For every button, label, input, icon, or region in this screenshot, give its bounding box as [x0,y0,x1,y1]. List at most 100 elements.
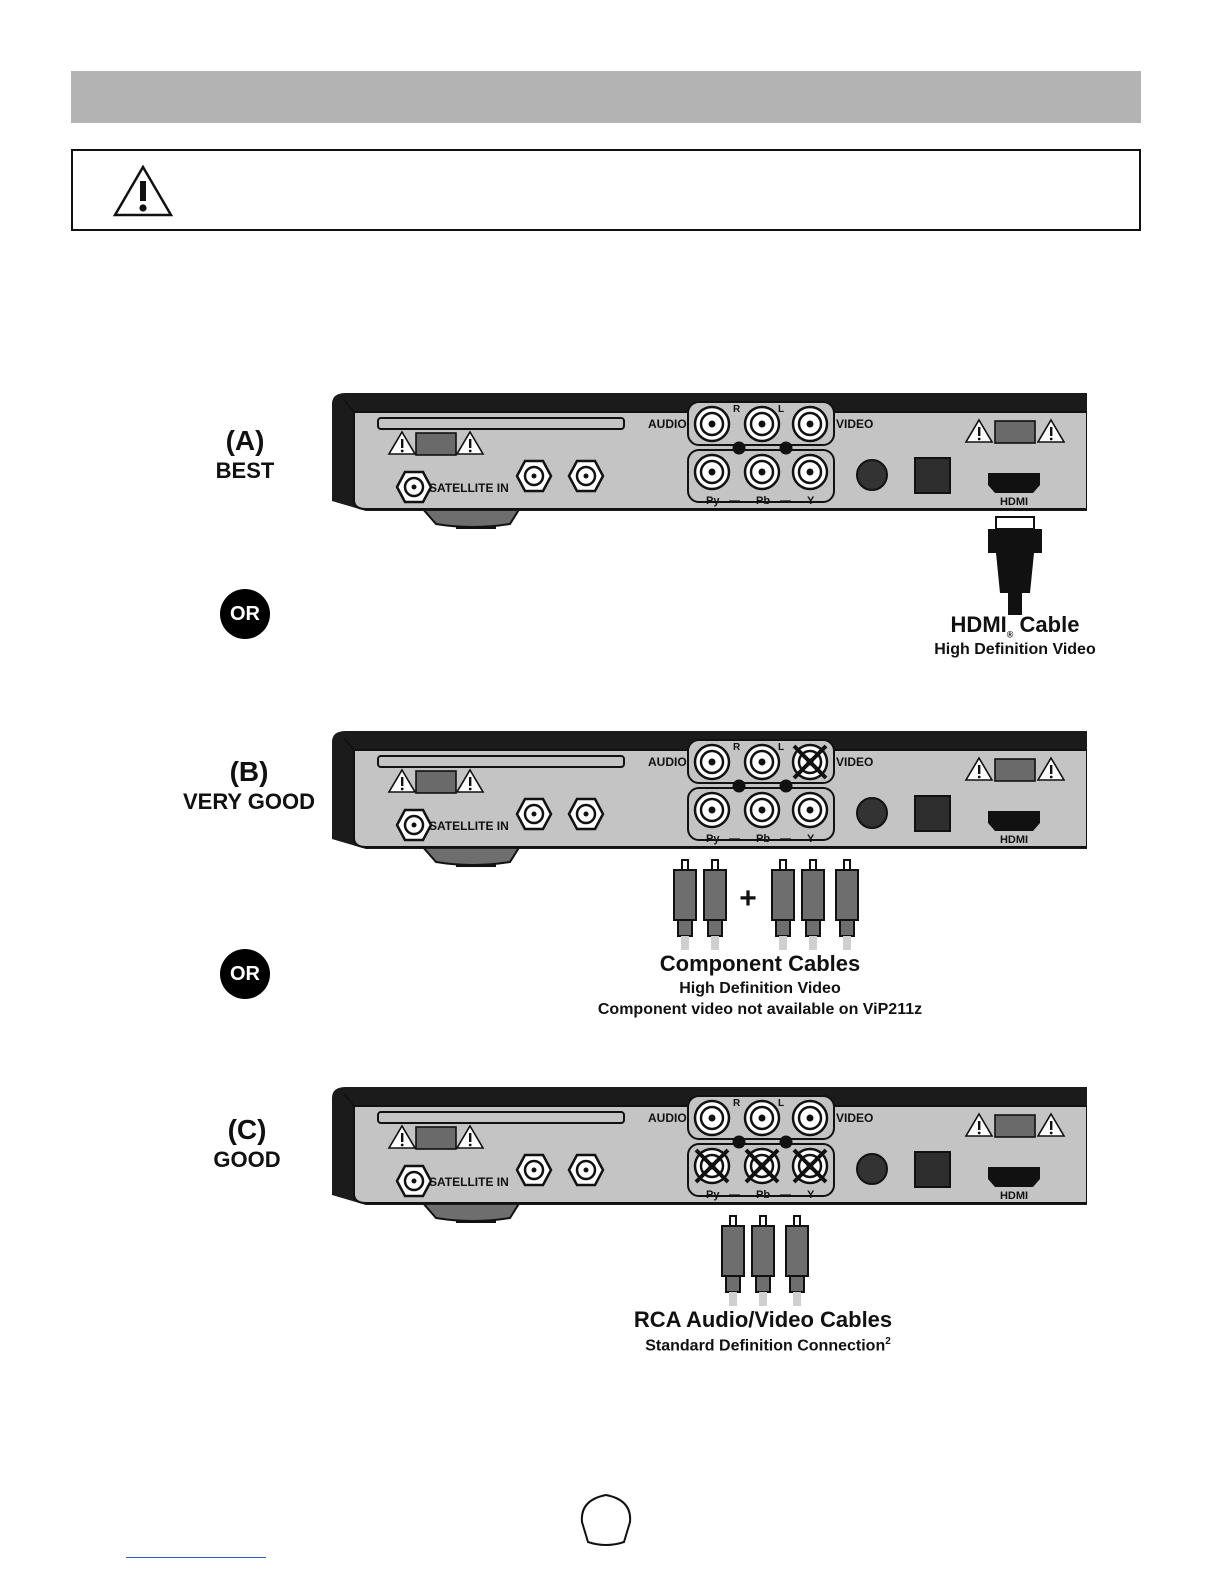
left-audio-label: L [778,1098,784,1109]
smart-card-slot [377,1111,625,1124]
optical-audio-port [914,457,951,494]
composite-video-jack [791,1099,829,1137]
cable-title-text: HDMI [950,612,1007,637]
plus-sign: + [739,882,757,915]
dash-label: — [780,833,791,845]
hdmi-label: HDMI [1000,1190,1028,1202]
right-audio-label: R [733,1098,741,1109]
option-b-label: (B) VERY GOOD [160,756,338,816]
audio-left-jack [743,743,781,781]
smart-card-slot [377,417,625,430]
registered-mark: ® [1006,629,1014,640]
satellite-in-port [395,1164,433,1198]
option-letter: (C) [227,1114,267,1145]
rca-plug [835,859,859,950]
component-cables-title: Component Cables [659,951,861,976]
video-label: VIDEO [836,755,873,769]
right-audio-label: R [733,742,741,753]
audio-right-jack [693,405,731,443]
dash-label: — [729,1189,740,1201]
ir-port [856,459,888,491]
ir-port [856,1153,888,1185]
coax-port [515,459,553,493]
warning-triangle-icon [964,1112,994,1137]
warning-triangle-icon [1036,418,1066,443]
satellite-in-label: SATELLITE IN [429,1175,509,1189]
rca-cables-title: RCA Audio/Video Cables [633,1307,893,1332]
label-plate [415,1126,457,1150]
warning-triangle-icon [964,418,994,443]
or-separator: OR [220,949,270,999]
satellite-in-port [395,470,433,504]
component-py-jack [693,453,731,491]
cable-description: Standard Definition Connection2 [600,1336,936,1355]
audio-label: AUDIO [648,417,687,431]
hdmi-label: HDMI [1000,834,1028,846]
page-number-tab-icon [580,1493,632,1546]
y-label: Y [807,1189,815,1201]
coax-port [567,797,605,831]
or-separator: OR [220,589,270,639]
py-label: Py [706,833,720,845]
label-plate [994,1114,1036,1138]
satellite-in-port [395,808,433,842]
rca-plug [673,859,697,950]
audio-left-jack [743,1099,781,1137]
satellite-in-label: SATELLITE IN [429,481,509,495]
hdmi-port [988,1167,1040,1187]
label-plate [994,420,1036,444]
warning-triangle-icon [113,165,173,217]
dash-label: — [780,1189,791,1201]
hdmi-label: HDMI [1000,496,1028,508]
warning-triangle-icon [387,430,417,455]
label-plate [994,758,1036,782]
left-audio-label: L [778,404,784,415]
component-pb-jack [743,1147,781,1185]
warning-triangle-icon [387,768,417,793]
component-y-jack [791,453,829,491]
component-cables-icon: + [673,859,859,950]
warning-box [71,149,1141,231]
rca-plug [721,1215,745,1306]
option-letter: (A) [225,425,265,456]
audio-label: AUDIO [648,755,687,769]
cable-title-suffix: Cable [1019,612,1080,637]
component-pb-jack [743,791,781,829]
smart-card-slot [377,755,625,768]
y-label: Y [807,833,815,845]
cable-description-text: Standard Definition Connection [645,1337,886,1355]
footnote-mark: 2 [885,1336,891,1347]
component-y-jack [791,1147,829,1185]
left-audio-label: L [778,742,784,753]
warning-triangle-icon [455,1124,485,1149]
right-audio-label: R [733,404,741,415]
satellite-in-label: SATELLITE IN [429,819,509,833]
composite-video-jack [791,743,829,781]
audio-right-jack [693,743,731,781]
pb-label: Pb [756,495,770,507]
dash-label: — [780,495,791,507]
option-rating: VERY GOOD [182,789,316,814]
warning-triangle-icon [455,430,485,455]
composite-video-jack [791,405,829,443]
audio-label: AUDIO [648,1111,687,1125]
option-rating: BEST [215,458,275,483]
option-c-label: (C) GOOD [172,1114,322,1174]
label-plate [415,770,457,794]
warning-triangle-icon [1036,756,1066,781]
video-label: VIDEO [836,417,873,431]
rca-plug [785,1215,809,1306]
pb-label: Pb [756,833,770,845]
audio-right-jack [693,1099,731,1137]
cable-description: High Definition Video [679,980,841,997]
audio-left-jack [743,405,781,443]
component-y-jack [791,791,829,829]
coax-port [515,797,553,831]
pb-label: Pb [756,1189,770,1201]
option-rating: GOOD [213,1147,281,1172]
dash-label: — [729,833,740,845]
option-letter: (B) [229,756,269,787]
option-a-label: (A) BEST [170,425,320,485]
